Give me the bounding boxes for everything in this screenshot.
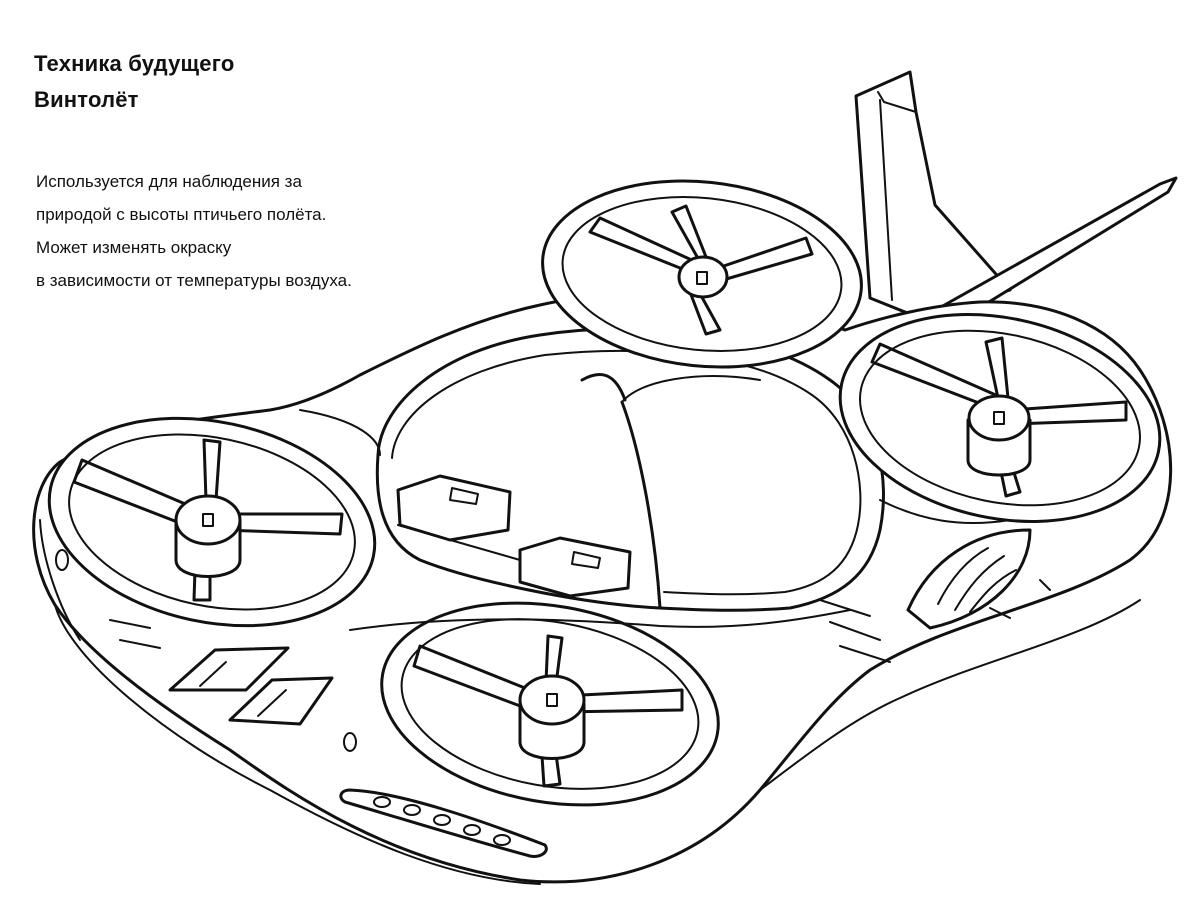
page-title: Техника будущего [34, 51, 235, 76]
rotor-left [47, 416, 377, 628]
side-grille-right [819, 528, 1051, 663]
rotor-right [838, 313, 1162, 523]
fuselage-details [299, 409, 1011, 631]
description-line: в зависимости от температуры воздуха. [36, 271, 352, 290]
title-block: Техника будущего Винтолёт [34, 46, 454, 118]
rotor-top [541, 179, 863, 369]
page-subtitle: Винтолёт [34, 87, 139, 112]
description-text: Используется для наблюдения за природой … [36, 165, 506, 297]
rotor-front [380, 601, 720, 807]
description-line: природой с высоты птичьего полёта. [36, 205, 327, 224]
description-line: Может изменять окраску [36, 238, 232, 257]
description-line: Используется для наблюдения за [36, 172, 302, 191]
front-vents [339, 788, 548, 858]
cockpit-canopy [375, 327, 885, 612]
side-vents-left [55, 549, 357, 752]
